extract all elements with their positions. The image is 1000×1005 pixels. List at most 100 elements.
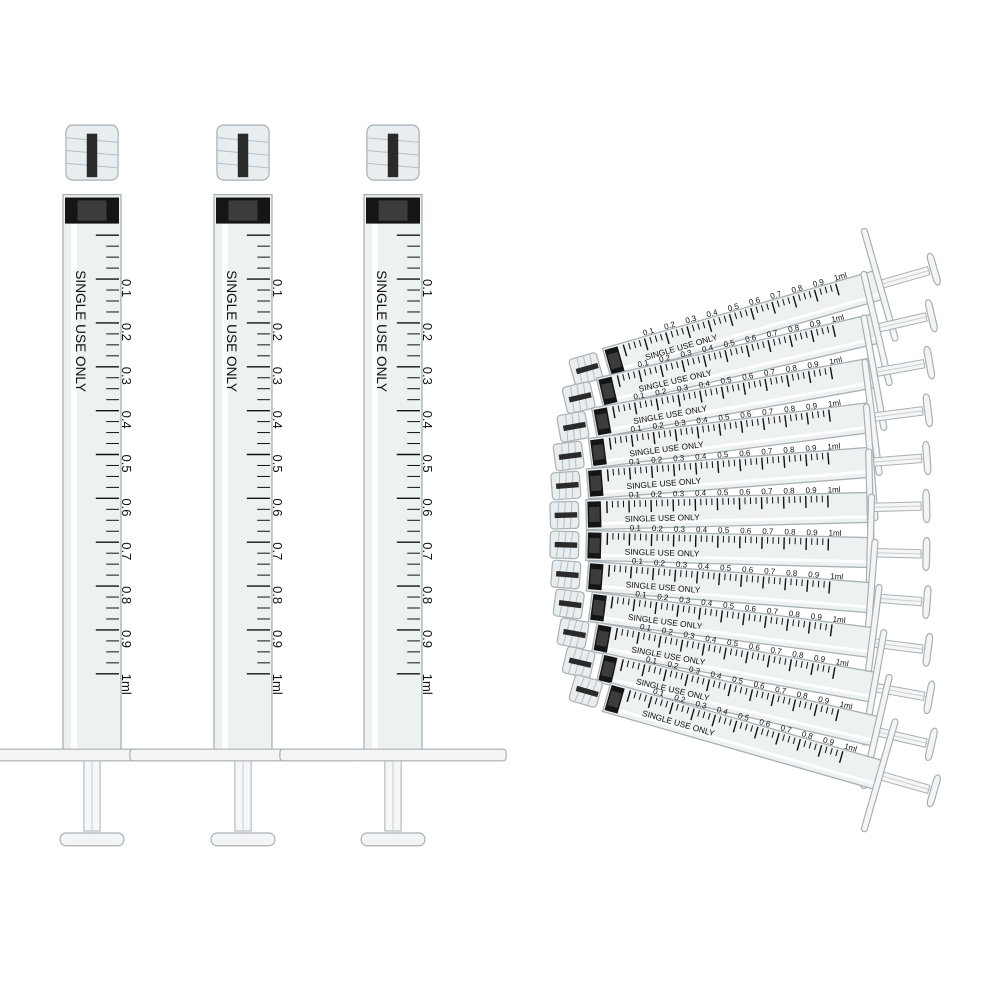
scale-label: 0.9: [810, 612, 823, 622]
finger-flange: [280, 749, 506, 761]
graduation-mark: [652, 466, 653, 478]
graduation-mark: [773, 457, 774, 464]
graduation-mark: [740, 459, 741, 471]
scale-label: 0.6: [739, 448, 751, 458]
scale-label: 0.7: [420, 542, 435, 560]
graduation-mark: [752, 576, 753, 583]
graduation-mark: [756, 458, 757, 465]
graduation-mark: [767, 457, 768, 464]
graduation-mark: [818, 581, 819, 588]
graduation-mark: [707, 462, 708, 469]
scale-label: 1ml: [832, 615, 846, 626]
graduation-mark: [806, 454, 807, 466]
graduation-mark: [730, 574, 731, 581]
scale-label: 0.1: [632, 556, 644, 566]
graduation-mark: [697, 571, 698, 583]
stopper-shine: [589, 507, 600, 522]
scale-label: 0.3: [674, 418, 687, 428]
graduation-mark: [763, 577, 764, 589]
graduation-mark: [718, 461, 719, 473]
graduation-mark: [762, 458, 763, 470]
plunger-thumb: [922, 585, 931, 618]
graduation-mark: [811, 454, 812, 461]
scale-label: 0.6: [742, 565, 754, 575]
graduation-mark: [725, 574, 726, 581]
graduation-mark: [614, 565, 615, 572]
stopper-shine: [229, 200, 258, 220]
graduation-mark: [670, 569, 671, 576]
scale-label: 0.6: [270, 498, 285, 516]
graduation-mark: [641, 467, 642, 474]
scale-label: 0.8: [783, 486, 795, 495]
scale-label: 0.4: [695, 489, 707, 498]
graduation-mark: [690, 463, 691, 470]
scale-label: 0.6: [740, 526, 752, 535]
graduation-mark: [607, 469, 608, 481]
graduation-mark: [712, 461, 713, 468]
scale-label: 1ml: [830, 572, 844, 582]
scale-label: 0.8: [270, 586, 285, 604]
scale-label: 0.9: [806, 528, 818, 537]
scale-label: 0.8: [784, 404, 797, 414]
scale-label: 0.3: [679, 595, 692, 605]
scale-label: 0.9: [808, 570, 820, 580]
scale-label: 0.7: [766, 606, 779, 616]
graduation-mark: [778, 456, 779, 463]
scale-label: 0.7: [762, 527, 774, 536]
scale-label: 0.4: [701, 598, 714, 608]
scale-label: 0.8: [784, 527, 796, 536]
scale-label: 1ml: [828, 485, 841, 494]
graduation-mark: [789, 455, 790, 462]
scale-label: 0.2: [651, 490, 663, 499]
graduation-mark: [719, 573, 720, 585]
scale-label: 0.9: [805, 443, 817, 453]
graduation-mark: [679, 464, 680, 471]
scale-label: 0.8: [788, 609, 801, 619]
plunger-rib: [880, 775, 933, 790]
graduation-mark: [774, 577, 775, 584]
scale-label: 0.3: [673, 453, 685, 463]
scale-label: 0.6: [744, 603, 757, 613]
scale-label: 0.9: [420, 630, 435, 648]
nozzle-tip: [555, 542, 578, 548]
stopper-shine: [592, 444, 604, 460]
scale-label: 0.9: [805, 486, 817, 495]
scale-label: 0.2: [651, 455, 663, 465]
graduation-mark: [769, 577, 770, 584]
scale-label: 0.3: [674, 525, 686, 534]
scale-label: 0.6: [420, 498, 435, 516]
graduation-mark: [817, 453, 818, 460]
graduation-mark: [609, 565, 610, 577]
scale-label: 0.5: [720, 563, 732, 573]
plunger-thumb: [922, 633, 933, 667]
scale-label: 0.4: [270, 411, 285, 429]
scale-label: 0.1: [119, 279, 134, 297]
scale-label: 0.8: [420, 586, 435, 604]
graduation-mark: [630, 468, 631, 480]
plunger-thumb: [923, 680, 935, 714]
scale-label: 0.5: [717, 450, 729, 460]
plunger-thumb: [361, 833, 425, 846]
graduation-mark: [624, 468, 625, 475]
scale-label: 0.3: [676, 560, 688, 570]
graduation-mark: [685, 463, 686, 470]
scale-label: 0.3: [673, 489, 685, 498]
graduation-mark: [613, 469, 614, 476]
plunger-rib: [880, 270, 933, 285]
plunger-thumb: [924, 299, 938, 333]
scale-label: 0.4: [696, 525, 708, 534]
graduation-mark: [824, 581, 825, 588]
nozzle-tip: [555, 512, 578, 518]
scale-label: 0.2: [652, 421, 665, 431]
graduation-mark: [747, 575, 748, 582]
graduation-mark: [800, 455, 801, 462]
scale-label: 0.2: [119, 323, 134, 341]
graduation-mark: [659, 569, 660, 576]
graduation-mark: [675, 570, 676, 582]
scale-label: 0.6: [739, 487, 751, 496]
scale-label: 1ml: [270, 674, 285, 695]
nozzle-tip: [87, 134, 97, 178]
single-use-label: SINGLE USE ONLY: [374, 270, 389, 392]
scale-label: 0.1: [420, 279, 435, 297]
